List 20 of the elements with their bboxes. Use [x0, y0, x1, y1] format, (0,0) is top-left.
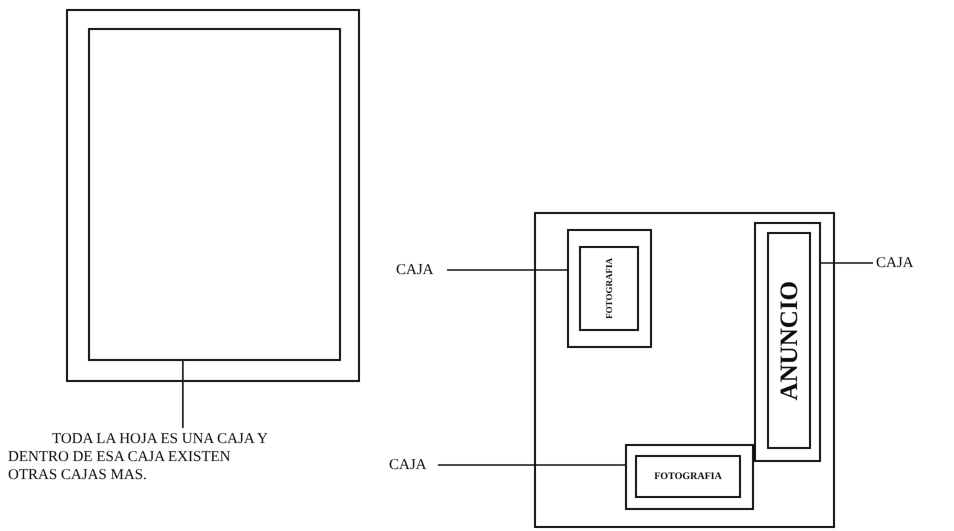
box-frame [534, 212, 835, 528]
labeled-box [635, 455, 741, 498]
box-frame [625, 444, 754, 510]
box-frame [66, 9, 360, 382]
callout-label: CAJA [396, 260, 434, 280]
leader-line [821, 262, 873, 264]
callout-label: CAJA [389, 455, 427, 475]
labeled-box [579, 246, 639, 331]
box-frame [754, 222, 821, 462]
box-frame [88, 28, 341, 361]
leader-line [182, 361, 184, 428]
box-label: FOTOGRAFIA [654, 471, 722, 482]
box-frame [567, 229, 652, 348]
labeled-box [767, 232, 811, 449]
note-text: TODA LA HOJA ES UNA CAJA Y DENTRO DE ESA CAJA EXISTEN OTRAS CAJAS MAS. [8, 430, 270, 484]
vertical-label: ANUNCIO [776, 280, 802, 400]
vertical-label: FOTOGRAFIA [604, 258, 614, 319]
leader-line [438, 464, 625, 466]
leader-line [447, 269, 567, 271]
callout-label: CAJA [876, 253, 914, 273]
